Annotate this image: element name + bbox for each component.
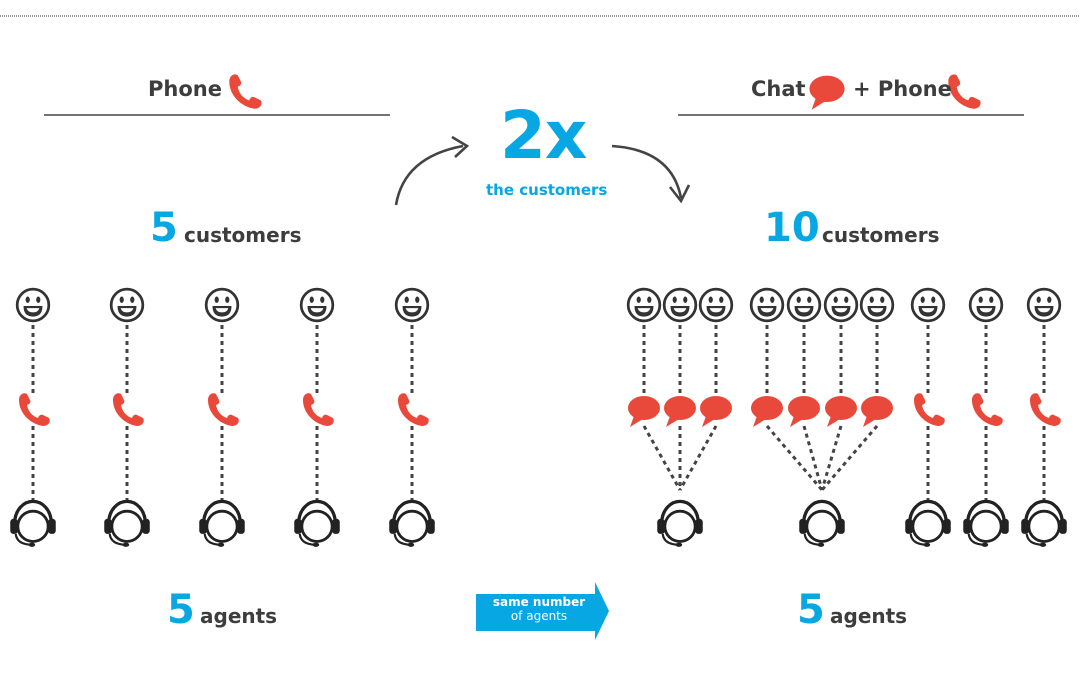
agent-headset-icon [8,499,58,548]
connection-lines [31,325,1046,502]
chat-bubble-icon [825,396,857,427]
right-customers-count: 10 [764,205,820,251]
customer-smiley-icon [15,287,51,323]
phone-icon [914,393,945,426]
phone-icon [1030,393,1061,426]
customer-smiley-icon [823,287,859,323]
arrow-line-1: same number [492,595,586,609]
right-header-plus-phone: + Phone [853,77,952,101]
left-customers-label: customers [184,223,302,247]
agent-headset-icon [655,499,705,548]
same-number-arrow-text: same number of agents [478,595,600,623]
curved-arrow-left-icon [394,144,464,206]
agent-headset-icon [292,499,342,548]
curved-arrow-right-icon [611,144,683,199]
chat-bubble-icon [788,396,820,427]
agent-headset-icon [903,499,953,548]
chat-bubble-icon [751,396,783,427]
connection-line [802,425,824,491]
customer-smiley-icon [626,287,662,323]
agent-headset-icon [961,499,1011,548]
customer-smiley-icon [749,287,785,323]
right-header-chat: Chat [751,77,806,101]
same-number-arrow-icon [476,582,609,640]
phone-icon [948,74,981,109]
customer-smiley-icon [1026,287,1062,323]
phone-icon [972,393,1003,426]
phone-icon [208,393,239,426]
left-agents-count: 5 [167,587,195,633]
connection-line [820,425,843,491]
phone-icon [113,393,144,426]
connection-line [820,425,879,491]
customer-smiley-icon [698,287,734,323]
chat-bubble-icon [664,396,696,427]
customer-smiley-icon [204,287,240,323]
agent-headset-icon [197,499,247,548]
agent-headset-icon [387,499,437,548]
connection-line [642,425,682,491]
chat-bubble-icon [809,75,845,110]
connection-line [765,425,824,491]
multiplier-2x: 2x [500,97,587,174]
phone-icon [398,393,429,426]
diagram-icons [8,287,1069,548]
chat-bubble-icon [628,396,660,427]
chat-bubble-icon [700,396,732,427]
left-agents-label: agents [200,604,278,628]
customer-smiley-icon [968,287,1004,323]
right-agents-count: 5 [797,587,825,633]
right-agents-label: agents [830,604,908,628]
customer-smiley-icon [786,287,822,323]
customer-smiley-icon [109,287,145,323]
chat-bubble-icon [861,396,893,427]
phone-icon [303,393,334,426]
multiplier-caption: the customers [486,181,608,199]
right-customers-label: customers [822,223,940,247]
left-header-phone: Phone [148,77,222,101]
customer-smiley-icon [859,287,895,323]
customer-smiley-icon [910,287,946,323]
agent-headset-icon [102,499,152,548]
agent-headset-icon [1019,499,1069,548]
left-customers-count: 5 [150,205,178,251]
customer-smiley-icon [299,287,335,323]
curved-arrow-left-head [451,135,470,158]
agent-headset-icon [797,499,847,548]
connection-line [678,425,718,491]
phone-icon [19,393,50,426]
phone-icon [229,74,262,109]
curved-arrow-right-head [668,184,691,204]
arrow-line-2: of agents [510,609,568,623]
customer-smiley-icon [662,287,698,323]
customer-smiley-icon [394,287,430,323]
